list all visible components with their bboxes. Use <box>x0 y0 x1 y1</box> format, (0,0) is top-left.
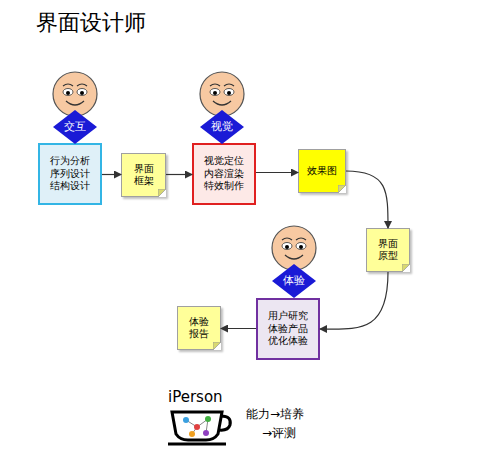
cup-logo <box>168 412 230 444</box>
note-fold <box>338 185 346 193</box>
node-text: 视觉定位 内容渲染 特效制作 <box>202 155 246 193</box>
diagram-title: 界面设计师 <box>36 8 146 38</box>
flow-arrow <box>102 174 121 175</box>
note-fold <box>213 342 221 350</box>
node-text: 界面 框架 <box>131 163 157 188</box>
output-note: 界面 原型 <box>366 228 410 272</box>
node-text: 体验 报告 <box>186 316 212 341</box>
process-box: 行为分析 序列设计 结构设计 <box>38 143 102 205</box>
process-box: 用户研究 体验产品 优化体验 <box>256 298 320 360</box>
role-diamond: 体验 <box>272 264 316 298</box>
process-box: 视觉定位 内容渲染 特效制作 <box>192 143 256 205</box>
role-diamond: 交互 <box>53 110 97 144</box>
flow-arrow <box>256 172 298 173</box>
flow-arrow <box>166 174 192 175</box>
slogan-text: →评测 <box>262 425 296 442</box>
node-text: 效果图 <box>302 165 342 178</box>
output-note: 界面 框架 <box>121 153 166 197</box>
output-note: 效果图 <box>298 149 346 193</box>
node-text: 用户研究 体验产品 优化体验 <box>266 310 310 348</box>
brand-name: iPerson <box>168 388 223 406</box>
person-face <box>200 72 244 116</box>
note-fold <box>158 189 166 197</box>
node-text: 界面 原型 <box>375 238 401 263</box>
note-fold <box>402 264 410 272</box>
node-text: 视觉 <box>211 120 233 134</box>
role-diamond: 视觉 <box>200 110 244 144</box>
flow-arrow <box>320 272 388 329</box>
person-face <box>272 226 316 270</box>
node-text: 体验 <box>283 274 305 288</box>
flow-arrow <box>221 328 256 329</box>
flow-arrow <box>346 171 388 228</box>
slogan-text: 能力→培养 <box>246 406 304 423</box>
output-note: 体验 报告 <box>177 306 221 350</box>
node-text: 交互 <box>64 120 86 134</box>
node-text: 行为分析 序列设计 结构设计 <box>48 155 92 193</box>
person-face <box>53 72 97 116</box>
